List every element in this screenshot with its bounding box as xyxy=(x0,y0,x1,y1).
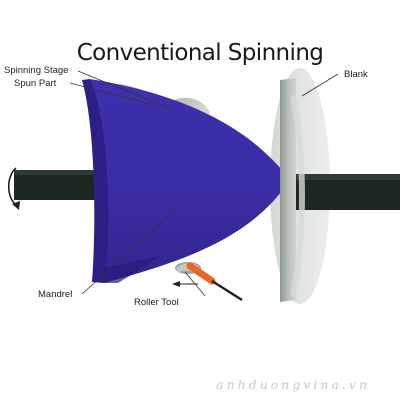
blank-plate xyxy=(280,78,296,302)
label-mandrel: Mandrel xyxy=(38,289,73,300)
label-spun-part: Spun Part xyxy=(14,78,57,89)
leader-spinning-stage xyxy=(77,70,169,109)
label-roller-tool: Roller Tool xyxy=(134,297,179,308)
roller-handle xyxy=(186,262,216,285)
leader-mandrel xyxy=(81,209,177,295)
leader-blank xyxy=(301,73,339,97)
diagram-title: Conventional Spinning xyxy=(76,40,324,66)
label-blank: Blank xyxy=(344,69,368,80)
label-spinning-stage: Spinning Stage xyxy=(4,65,69,76)
watermark: anhduongvina.vn xyxy=(216,377,370,392)
leader-spun-part xyxy=(69,82,151,105)
leader-roller-tool xyxy=(184,271,206,297)
mandrel xyxy=(90,79,290,283)
